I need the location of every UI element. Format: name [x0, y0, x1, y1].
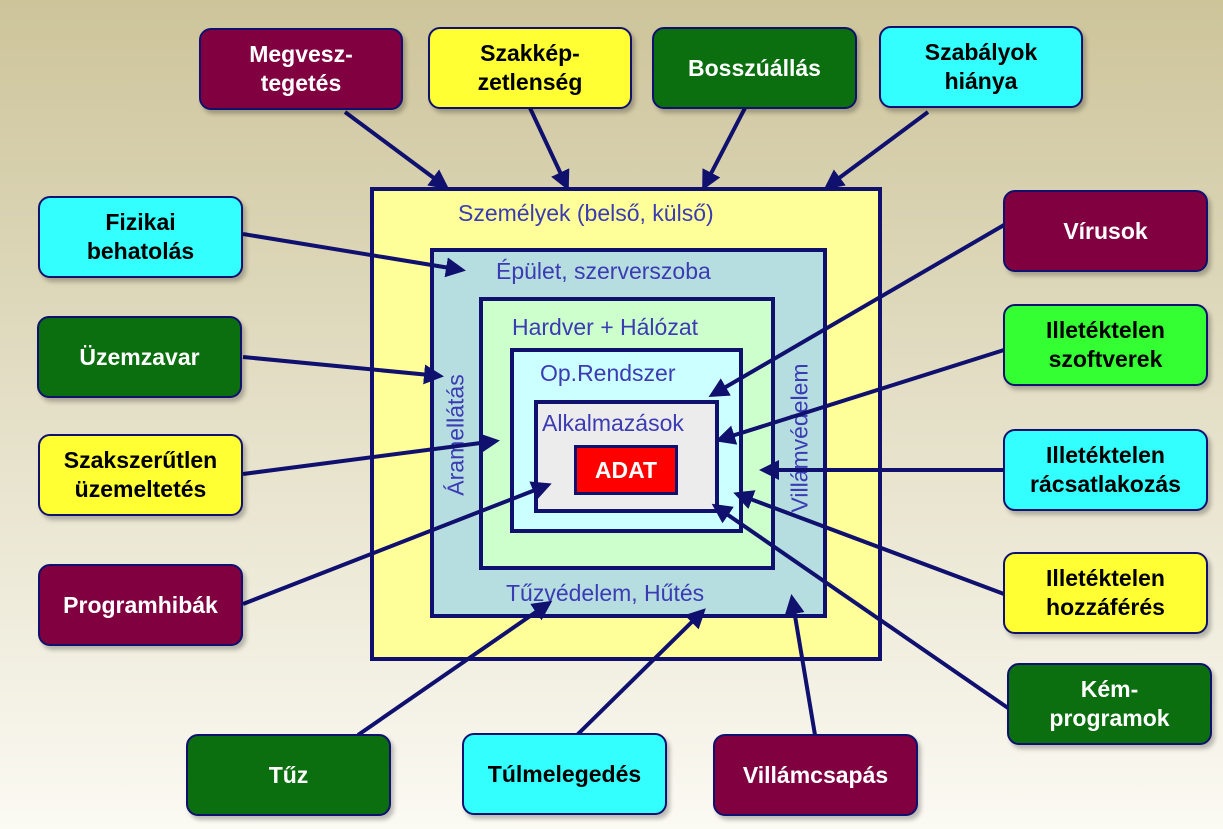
arrow-megvesztegetes	[343, 110, 450, 190]
label-tuzvedelem: Tűzvédelem, Hűtés	[506, 580, 705, 606]
threat-illeteketlen-racsatlakozas: Illetéktelen rácsatlakozás	[1003, 429, 1208, 511]
label-szemelyek: Személyek (belső, külső)	[458, 200, 714, 226]
threat-szakkepzetlenseg: Szakkép- zetlenség	[428, 27, 632, 109]
arrow-bosszuallas	[702, 107, 747, 191]
threat-uzemzavar: Üzemzavar	[37, 316, 242, 398]
threat-megvesztegetes: Megvesz- tegetés	[199, 28, 403, 110]
threat-illeteketlen-szoftverek: Illetéktelen szoftverek	[1003, 304, 1208, 386]
threat-kemprogramok: Kém- programok	[1007, 663, 1212, 745]
label-alkalmazasok: Alkalmazások	[542, 410, 684, 436]
threat-szabalyok-hianya: Szabályok hiánya	[879, 26, 1083, 108]
label-villamvedelem: Villámvédelem	[786, 363, 813, 513]
label-oprendszer: Op.Rendszer	[540, 360, 676, 386]
label-epulet: Épület, szerverszoba	[496, 258, 711, 284]
label-aramellatas: Áramellátás	[442, 374, 469, 496]
arrow-szakkepzetlenseg	[528, 107, 570, 191]
threat-virusok: Vírusok	[1003, 190, 1208, 272]
label-hardver: Hardver + Hálózat	[512, 314, 698, 340]
threat-bosszuallas: Bosszúállás	[652, 27, 857, 109]
threat-szakszerutlen: Szakszerűtlen üzemeltetés	[38, 434, 243, 516]
threat-programhibak: Programhibák	[38, 564, 243, 646]
threat-villamcsapas: Villámcsapás	[713, 734, 918, 816]
threat-tulmelegedes: Túlmelegedés	[462, 733, 667, 815]
threat-tuz: Tűz	[186, 734, 391, 816]
threat-fizikai-behatolas: Fizikai behatolás	[38, 196, 243, 278]
core-adat: ADAT	[574, 445, 678, 495]
arrow-szabalyok-hianya	[823, 110, 930, 190]
threat-illeteketlen-hozzaferes: Illetéktelen hozzáférés	[1003, 552, 1208, 634]
